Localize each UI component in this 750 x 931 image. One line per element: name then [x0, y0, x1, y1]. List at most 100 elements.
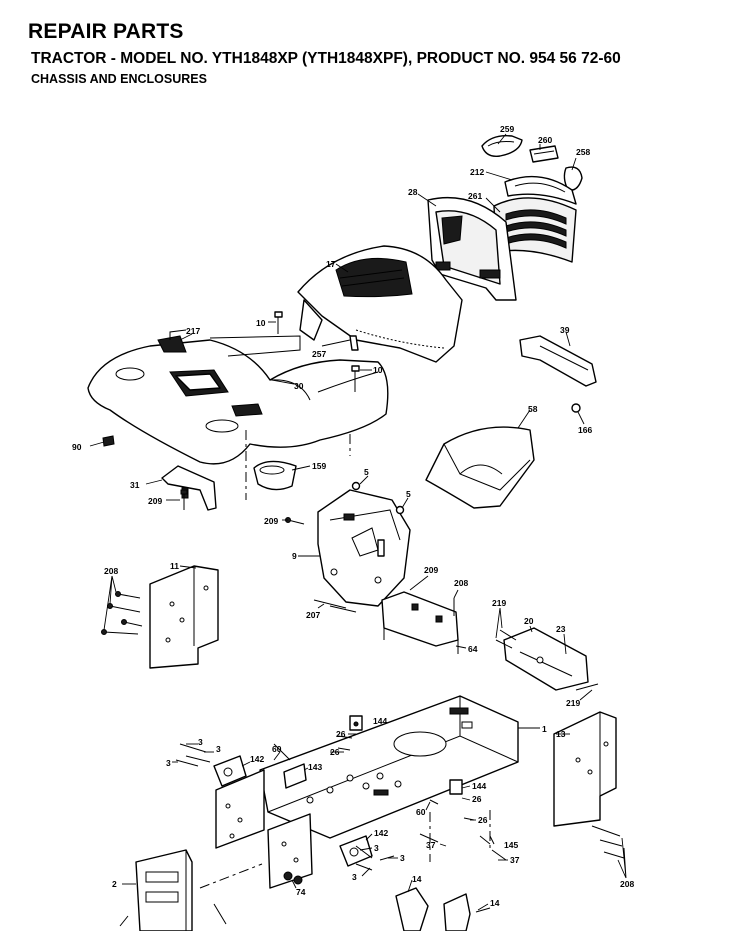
label-10-b: 10 [373, 365, 383, 375]
label-5-a: 5 [364, 467, 369, 477]
label-64: 64 [468, 644, 478, 654]
bumper-142-a [213, 755, 247, 787]
bolts-219 [495, 629, 599, 691]
label-145: 145 [504, 840, 518, 850]
label-20: 20 [524, 616, 534, 626]
side-panel-11 [149, 565, 219, 669]
label-144-b: 144 [472, 781, 486, 791]
nut-5-b [395, 505, 405, 515]
hood-17 [297, 245, 463, 363]
label-209-c: 209 [424, 565, 438, 575]
label-208-a: 208 [104, 566, 118, 576]
label-31: 31 [130, 480, 140, 490]
bracket-64 [381, 591, 459, 654]
bracket-14-a [395, 887, 429, 931]
label-159: 159 [312, 461, 326, 471]
label-261: 261 [468, 191, 482, 201]
label-207: 207 [306, 610, 320, 620]
page-title: REPAIR PARTS [28, 20, 184, 43]
fender-body-30 [87, 335, 389, 465]
callout-labels: 259 260 258 212 28 261 17 10 217 257 30 … [72, 124, 634, 908]
label-10-a: 10 [256, 318, 266, 328]
frame-centerline [199, 863, 263, 889]
model-subtitle: TRACTOR - MODEL NO. YTH1848XP (YTH1848XP… [31, 50, 621, 67]
front-grille-housing-28 [427, 196, 517, 301]
bracket-144-a [349, 715, 363, 731]
bracket-14-b [443, 893, 471, 931]
label-58: 58 [528, 404, 538, 414]
label-28: 28 [408, 187, 418, 197]
label-3-c: 3 [166, 758, 171, 768]
label-208-b: 208 [454, 578, 468, 588]
label-26-d: 26 [478, 815, 488, 825]
bolts-208-c [591, 825, 625, 859]
hardware-misc [119, 735, 507, 927]
label-3-d: 3 [374, 843, 379, 853]
bracket-258 [563, 166, 583, 191]
label-26-b: 26 [330, 747, 340, 757]
label-60-b: 60 [416, 807, 426, 817]
label-90: 90 [72, 442, 82, 452]
label-26-a: 26 [336, 729, 346, 739]
label-3-e: 3 [400, 853, 405, 863]
cupholder-159 [253, 460, 297, 491]
section-title: CHASSIS AND ENCLOSURES [31, 72, 207, 86]
label-30: 30 [294, 381, 304, 391]
label-5-b: 5 [406, 489, 411, 499]
bolt-10-a [274, 311, 283, 334]
label-257: 257 [312, 349, 326, 359]
decal-260 [529, 145, 559, 163]
spacers-74 [283, 871, 303, 885]
label-60-a: 60 [272, 744, 282, 754]
label-14-b: 14 [490, 898, 500, 908]
bracket-39 [519, 335, 597, 387]
label-74: 74 [296, 887, 306, 897]
seat-bracket-217 [157, 329, 187, 353]
label-259: 259 [500, 124, 514, 134]
label-142-a: 142 [250, 754, 264, 764]
label-143: 143 [308, 762, 322, 772]
nut-5-a [351, 481, 361, 491]
pedal-bracket-20 [503, 627, 589, 691]
label-209-b: 209 [264, 516, 278, 526]
label-3-a: 3 [198, 737, 203, 747]
label-142-b: 142 [374, 828, 388, 838]
nut-90 [102, 435, 115, 447]
label-258: 258 [576, 147, 590, 157]
bolt-207 [313, 599, 357, 613]
label-39: 39 [560, 325, 570, 335]
label-219-b: 219 [566, 698, 580, 708]
label-2: 2 [112, 879, 117, 889]
label-37-a: 37 [426, 840, 436, 850]
bolt-209-a [180, 489, 188, 510]
label-166: 166 [578, 425, 592, 435]
dash-panel-58 [425, 426, 535, 509]
label-217: 217 [186, 326, 200, 336]
bumper-142-b [339, 835, 373, 867]
label-260: 260 [538, 135, 552, 145]
label-3-f: 3 [352, 872, 357, 882]
grille-insert-261 [493, 197, 577, 263]
label-9: 9 [292, 551, 297, 561]
main-frame-1 [259, 695, 519, 839]
label-208-c: 208 [620, 879, 634, 889]
label-3-b: 3 [216, 744, 221, 754]
headlight-lens-259 [481, 135, 523, 157]
grille-212 [504, 175, 577, 205]
side-panel-13 [553, 711, 617, 827]
frame-centerline-2 [429, 810, 491, 862]
label-11: 11 [170, 561, 179, 571]
bolts-208-a [101, 591, 143, 635]
label-23: 23 [556, 624, 566, 634]
front-plate [215, 769, 265, 849]
bracket-144-b [449, 779, 463, 795]
label-14-a: 14 [412, 874, 422, 884]
steering-support-9 [317, 489, 411, 607]
label-219-a: 219 [492, 598, 506, 608]
label-26-c: 26 [472, 794, 482, 804]
label-13: 13 [556, 729, 566, 739]
nut-166 [571, 403, 581, 413]
label-1: 1 [542, 724, 547, 734]
label-37-b: 37 [510, 855, 520, 865]
